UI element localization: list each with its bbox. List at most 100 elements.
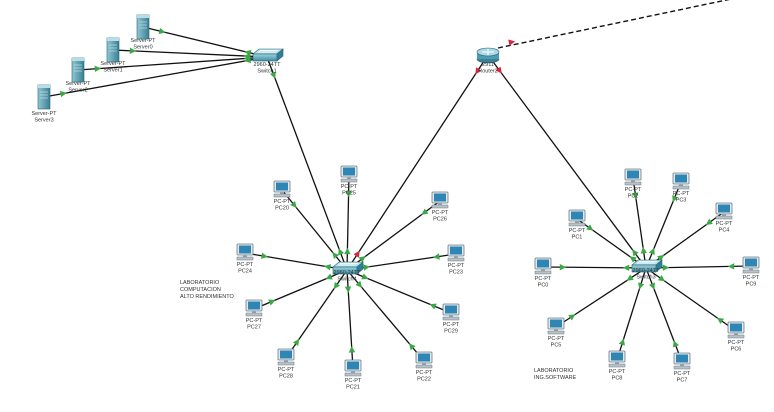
note-line: LABORATORIO bbox=[180, 280, 220, 286]
network-link-switch1-server3 bbox=[43, 56, 268, 98]
device-label: PC-PT bbox=[443, 322, 460, 328]
device-label: 2960-24TT bbox=[254, 62, 282, 68]
network-link-switch1-server1 bbox=[112, 49, 268, 58]
device-label: Server3 bbox=[34, 118, 53, 124]
router-icon bbox=[476, 47, 500, 64]
pc-icon bbox=[624, 168, 642, 186]
device-label: PC-PT bbox=[674, 371, 691, 377]
device-label: PC-PT bbox=[569, 228, 586, 234]
network-link-switch4-pc20 bbox=[281, 189, 348, 271]
link-status-marker bbox=[344, 286, 352, 293]
device-label: PC5 bbox=[551, 343, 562, 349]
network-link-switch4-pc24 bbox=[244, 252, 348, 271]
device-label: PC21 bbox=[346, 385, 360, 391]
link-status-marker bbox=[618, 338, 625, 346]
device-label: PC9 bbox=[746, 282, 757, 288]
device-label: Server-PT bbox=[100, 61, 126, 67]
link-status-marker bbox=[348, 346, 356, 353]
link-status-marker bbox=[568, 314, 576, 321]
network-link-router2-switch4 bbox=[346, 54, 489, 271]
link-status-marker bbox=[672, 195, 679, 203]
link-status-marker bbox=[662, 264, 670, 271]
link-status-marker bbox=[345, 190, 352, 198]
server-icon bbox=[71, 57, 85, 83]
network-link-switch3-pc7 bbox=[645, 267, 683, 363]
link-status-marker bbox=[649, 282, 655, 290]
link-status-marker bbox=[325, 273, 333, 280]
note-lab-alto-rendimiento: LABORATORIO COMPUTACION ALTO RENDIMIENTO bbox=[180, 280, 235, 300]
device-label: PC-PT bbox=[716, 221, 733, 227]
device-label: PC-PT bbox=[673, 191, 690, 197]
device-label: PC-PT bbox=[743, 275, 760, 281]
network-link-switch3-pc5 bbox=[555, 267, 647, 328]
link-status-marker bbox=[353, 250, 360, 258]
network-link-switch3-pc8 bbox=[616, 267, 647, 361]
pc-icon bbox=[742, 256, 760, 274]
link-status-marker bbox=[338, 248, 345, 256]
link-status-marker bbox=[358, 256, 366, 263]
link-status-marker bbox=[355, 280, 362, 288]
pc-icon bbox=[415, 351, 433, 369]
pc-icon bbox=[245, 299, 263, 317]
pc-icon bbox=[715, 202, 733, 220]
pc-icon bbox=[344, 359, 362, 377]
note-line: LABORATORIO bbox=[534, 368, 574, 374]
device-label: PC-PT bbox=[345, 378, 362, 384]
pc-icon bbox=[431, 191, 449, 209]
device-label: PC20 bbox=[275, 206, 289, 212]
device-label: PC-PT bbox=[274, 199, 291, 205]
note-line: COMPUTACION bbox=[180, 287, 221, 293]
link-status-marker bbox=[673, 340, 679, 348]
pc-icon bbox=[568, 209, 586, 227]
link-status-marker bbox=[657, 275, 666, 282]
device-label: PC26 bbox=[433, 217, 447, 223]
device-label: PC-PT bbox=[341, 184, 358, 190]
device-label: PC28 bbox=[279, 374, 293, 380]
device-label: PC-PT bbox=[432, 210, 449, 216]
pc-icon bbox=[534, 257, 552, 275]
link-status-marker bbox=[640, 246, 648, 254]
device-label: PC8 bbox=[612, 376, 623, 382]
device-label: PC4 bbox=[719, 228, 730, 234]
device-label: PC-PT bbox=[448, 263, 465, 269]
device-label: Server-PT bbox=[65, 81, 91, 87]
link-status-marker bbox=[158, 27, 166, 35]
note-lab-ing-software: LABORATORIO ING.SOFTWARE bbox=[534, 368, 577, 381]
device-label: PC23 bbox=[449, 270, 463, 276]
link-status-marker bbox=[268, 299, 276, 306]
device-label: PC6 bbox=[731, 347, 742, 353]
network-link-switch1-switch4 bbox=[266, 56, 348, 271]
link-status-marker bbox=[626, 274, 634, 281]
server-icon bbox=[106, 37, 120, 63]
link-status-marker bbox=[631, 192, 639, 200]
pc-icon bbox=[447, 244, 465, 262]
